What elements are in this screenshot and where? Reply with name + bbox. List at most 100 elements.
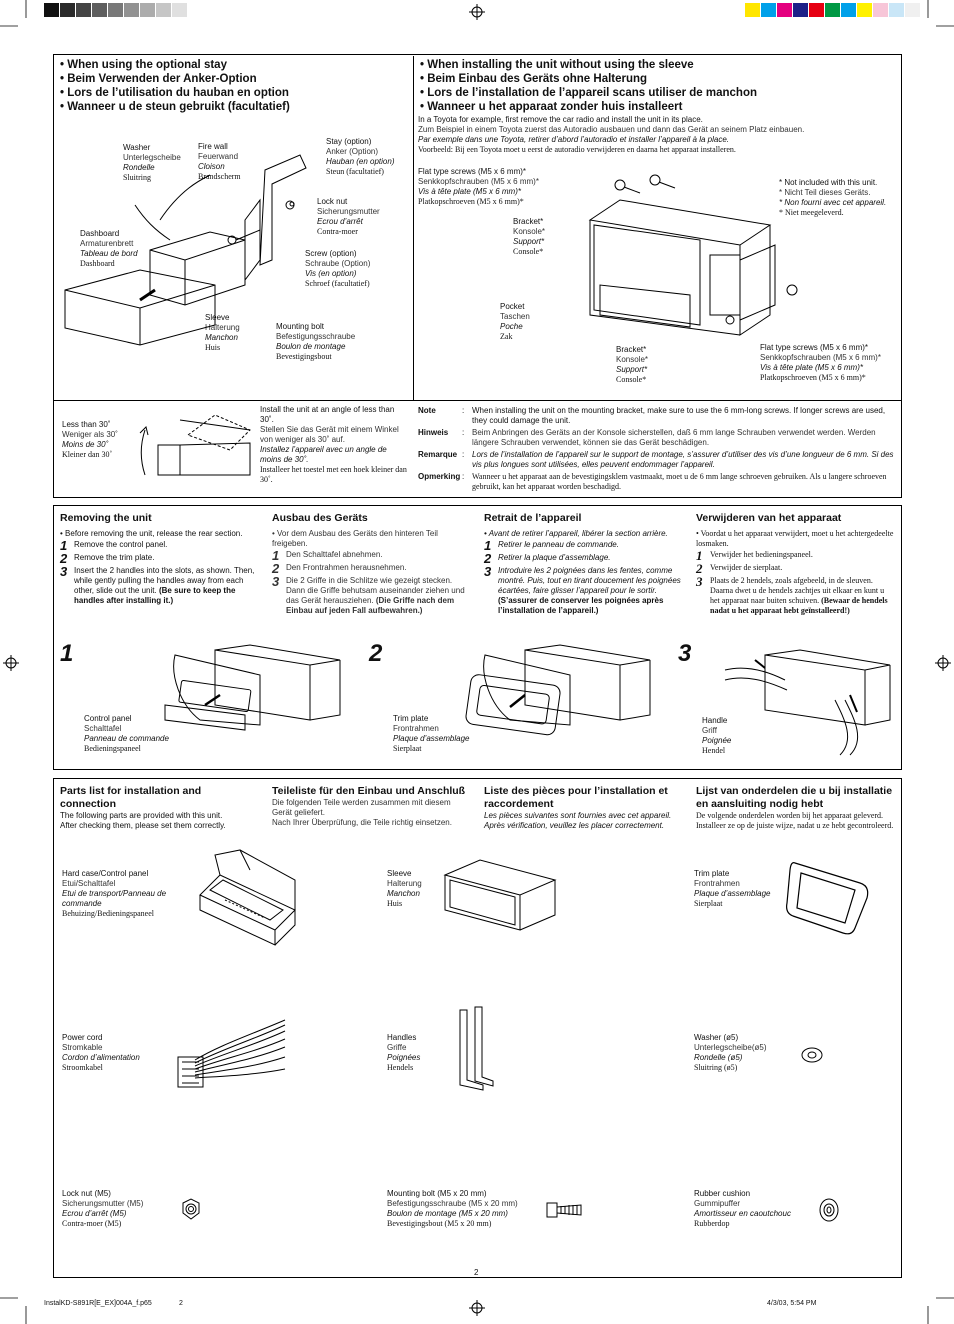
step-number: 3 [60,564,68,579]
gray-swatch [156,3,172,17]
label-bracket-top: Bracket*Konsole*Support*Console* [513,217,546,256]
footer-date: 4/3/03, 5:54 PM [767,1300,817,1307]
step-body: Verwijder de sierplaat. [710,563,783,572]
removing-column: Retrait de l’appareil• Avant de retirer … [484,511,682,616]
part-label-washer: Washer (ø5)Unterlegscheibe(ø5)Rondelle (… [694,1033,767,1072]
note-key: Hinweis [418,428,449,437]
nosleeve-intro: In a Toyota for example, first remove th… [418,115,805,154]
registration-mark-left [3,655,19,671]
step-body: Remove the trim plate. [74,553,155,562]
color-bar [745,3,921,17]
color-swatch [777,3,793,17]
figure-3-illustration [724,649,891,756]
step-tail: (Die Griffe nach dem Einbau auf jeden Fa… [286,596,455,615]
step-body: Retirer le panneau de commande. [498,540,619,549]
figure-1-illustration [164,644,341,731]
gray-swatch [140,3,156,17]
color-swatch [809,3,825,17]
step-text: Verwijder het bedieningspaneel. [710,550,813,562]
installation-box [53,54,902,498]
removing-pre-text: Voordat u het apparaat verwijdert, moet … [696,529,894,548]
step-tail: (Bewaar de hendels nadat u het apparaat … [710,596,888,615]
removing-step: 3 Insert the 2 handles into the slots, as… [60,564,258,606]
notes-block: Note: When installing the unit on the mou… [418,406,896,494]
removing-title: Verwijderen van het apparaat [696,512,842,524]
rubber-cushion-illustration [819,1198,839,1222]
gray-swatch [60,3,76,17]
step-body: Den Frontrahmen herausnehmen. [286,563,407,572]
note-text: When installing the unit on the mounting… [472,406,886,425]
step-text: Den Schalttafel abnehmen. [286,550,383,562]
removing-column: Removing the unit• Before removing the u… [60,511,258,606]
part-label-lock-nut: Lock nut (M5)Sicherungsmutter (M5)Ecrou … [62,1189,144,1228]
step-text: Den Frontrahmen herausnehmen. [286,563,407,575]
step-text: Insert the 2 handles into the slots, as … [74,566,258,606]
color-swatch [889,3,905,17]
removing-pre: • Avant de retirer l’appareil, libérer l… [484,529,682,539]
step-number: 1 [272,548,280,563]
step-tail: (S’assurer de conserver les poignées apr… [498,596,664,615]
label-angle: Less than 30˚Weniger als 30˚Moins de 30˚… [62,420,118,459]
removing-pre-text: Avant de retirer l’appareil, libérer la … [488,529,668,538]
label-stay: Stay (option)Anker (Option)Hauban (en op… [326,137,395,176]
footer-file: InstalKD-S891R[E_EX]004A_f.p65 [44,1300,152,1307]
gray-swatch [172,3,188,17]
step-body: Insert the 2 handles into the slots, as … [74,566,255,595]
color-swatch [745,3,761,17]
parts-header-title: Teileliste für den Einbau und Anschluß [272,785,466,797]
color-swatch [761,3,777,17]
color-swatch [905,3,921,17]
gray-swatch [108,3,124,17]
gray-swatch [44,3,60,17]
step-tail: (Be sure to keep the handles after insta… [74,586,236,605]
stay-headings: When using the optional stay Beim Verwen… [60,58,410,114]
figure-2-illustration [465,644,651,736]
gray-swatch [92,3,108,17]
note-row: Opmerking:Wanneer u het apparaat aan de … [418,472,896,492]
bullet: • [272,529,278,538]
step-number: 2 [60,551,68,566]
step-number: 1 [696,548,703,563]
label-screws-bottom: Flat type screws (M5 x 6 mm)*Senkkopfsch… [760,343,881,382]
step-number: 1 [60,538,68,553]
power-cord-illustration [177,1019,286,1088]
bullet: • [696,529,701,538]
step-text: Die 2 Griffe in die Schlitze wie gezeigt… [286,576,470,616]
note-colon: : [462,472,465,481]
removing-step: 2 Remove the trim plate. [60,551,258,566]
parts-box [53,778,902,1278]
step-number: 3 [696,574,703,589]
step-body: Introduire les 2 poignées dans les fente… [498,566,681,595]
color-swatch [825,3,841,17]
removing-pre: • Voordat u het apparaat verwijdert, moe… [696,529,894,549]
note-text: Lors de l’installation de l’appareil sur… [472,450,894,469]
label-bracket-bottom: Bracket*Konsole*Support*Console* [616,345,649,384]
bracket-installation-illustration [588,174,798,336]
parts-header-body: Nach Ihrer Überprüfung, die Teile richti… [272,818,452,827]
step-number: 2 [484,551,492,566]
gray-scale-bar [44,3,204,17]
note-colon: : [462,406,465,415]
parts-header-column: Liste des pièces pour l’installation et … [484,785,684,831]
bullet: • [484,529,489,538]
parts-header-column: Lijst van onderdelen die u bij installat… [696,785,896,831]
parts-header-body: After checking them, please set them cor… [60,821,226,830]
figure-2-number: 2 [369,640,383,667]
parts-header-body: Installeer ze op de juiste wijze, nadat … [696,821,894,830]
parts-header-title: Parts list for installation and connecti… [60,785,202,810]
note-key: Note [418,406,436,415]
removing-columns: Removing the unit• Before removing the u… [60,511,898,641]
figure-3-number: 3 [678,640,692,667]
